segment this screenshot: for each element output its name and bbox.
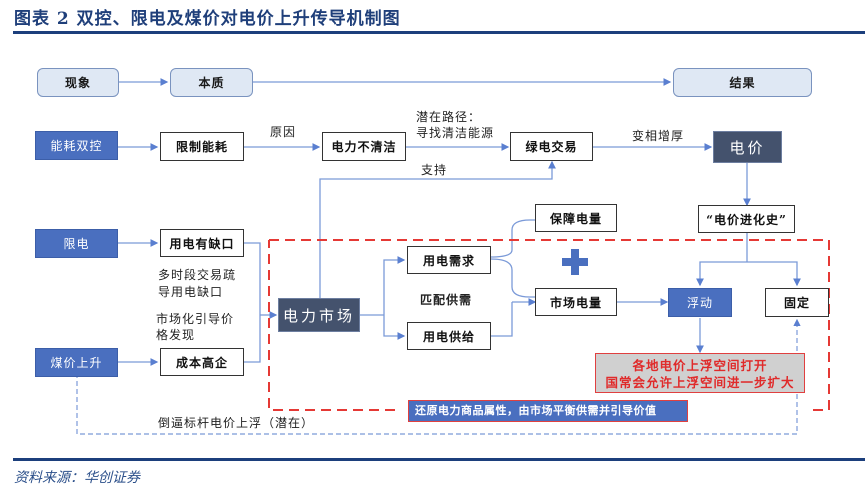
label-potential-path-1: 潜在路径： (416, 110, 482, 124)
node-floating: 浮动 (668, 288, 732, 317)
node-demand: 用电需求 (407, 246, 491, 274)
label-match: 匹配供需 (420, 293, 473, 307)
node-high-cost: 成本高企 (160, 348, 244, 376)
header-result: 结果 (673, 68, 812, 97)
cause-dual-control: 能耗双控 (35, 131, 118, 160)
header-essence-label: 本质 (198, 76, 225, 90)
node-price-history: “电价进化史” (698, 205, 795, 233)
arrow-demand (383, 256, 406, 315)
figure-title: 图表 2 双控、限电及煤价对电价上升传导机制图 (14, 9, 401, 29)
node-limit-energy: 限制能耗 (160, 132, 244, 161)
label-support: 支持 (421, 163, 448, 177)
label-disguised-increase: 变相增厚 (632, 129, 685, 143)
node-floating-label: 浮动 (686, 296, 713, 310)
node-power-unclean: 电力不清洁 (322, 132, 406, 161)
label-multi-period-1: 多时段交易疏 (158, 268, 237, 282)
label-reason: 原因 (270, 125, 297, 139)
node-power-price-label: 电价 (729, 138, 766, 157)
arrow-to-fixed (747, 261, 801, 287)
connector-cost (244, 315, 261, 363)
connector-guaranteed (490, 219, 538, 258)
node-demand-label: 用电需求 (422, 253, 475, 268)
node-power-gap: 用电有缺口 (160, 229, 244, 257)
node-green-trade: 绿电交易 (510, 132, 593, 161)
connector-supply-up (491, 302, 513, 337)
connector-market-volume (490, 258, 538, 298)
connector-gap (244, 242, 261, 315)
callout-float-space: 各地电价上浮空间打开 国常会允许上浮空间进一步扩大 (595, 353, 805, 393)
source-rule (13, 458, 865, 461)
node-guaranteed: 保障电量 (535, 204, 617, 232)
title-rule (13, 31, 865, 34)
callout-float-space-line-1: 各地电价上浮空间打开 (632, 358, 768, 373)
cause-coal-price: 煤价上升 (35, 348, 118, 377)
node-green-trade-label: 绿电交易 (525, 140, 578, 154)
callout-float-space-line-2: 国常会允许上浮空间进一步扩大 (605, 375, 795, 390)
label-marketization-1: 市场化引导价 (156, 312, 235, 326)
label-potential-path-2: 寻找清洁能源 (416, 126, 495, 140)
cause-power-cut-label: 限电 (63, 237, 90, 251)
node-power-unclean-label: 电力不清洁 (331, 140, 397, 154)
cause-dual-control-label: 能耗双控 (50, 139, 103, 153)
node-high-cost-label: 成本高企 (175, 355, 228, 370)
node-power-price: 电价 (713, 131, 782, 163)
callout-restore: 还原电力商品属性，由市场平衡供需并引导价值 (408, 400, 688, 422)
node-fixed: 固定 (765, 288, 829, 317)
reverse-dashed-line (76, 318, 801, 435)
node-fixed-label: 固定 (783, 296, 810, 310)
node-price-history-label: “电价进化史” (706, 212, 787, 227)
arrow-to-float (696, 261, 747, 287)
plus-icon (562, 249, 588, 275)
node-market-volume: 市场电量 (535, 288, 617, 316)
arrow-supply (383, 315, 406, 340)
node-limit-energy-label: 限制能耗 (175, 140, 228, 154)
node-power-gap-label: 用电有缺口 (169, 236, 235, 251)
header-result-label: 结果 (729, 76, 756, 90)
label-reverse: 倒逼标杆电价上浮（潜在） (158, 416, 315, 430)
source-note: 资料来源：华创证券 (14, 470, 140, 486)
header-phenomenon: 现象 (37, 68, 119, 97)
cause-power-cut: 限电 (35, 229, 118, 258)
node-power-market-label: 电力市场 (282, 306, 355, 325)
red-dashed-frame (268, 239, 830, 411)
arrow-support (319, 160, 556, 298)
cause-coal-price-label: 煤价上升 (50, 356, 103, 370)
node-power-market: 电力市场 (278, 298, 360, 332)
header-phenomenon-label: 现象 (64, 76, 91, 90)
node-market-volume-label: 市场电量 (549, 295, 602, 310)
label-marketization-2: 格发现 (156, 328, 196, 342)
label-multi-period-2: 导用电缺口 (158, 285, 224, 299)
node-supply-label: 用电供给 (422, 329, 475, 344)
header-essence: 本质 (170, 68, 253, 97)
node-supply: 用电供给 (407, 322, 491, 350)
node-guaranteed-label: 保障电量 (549, 211, 602, 226)
